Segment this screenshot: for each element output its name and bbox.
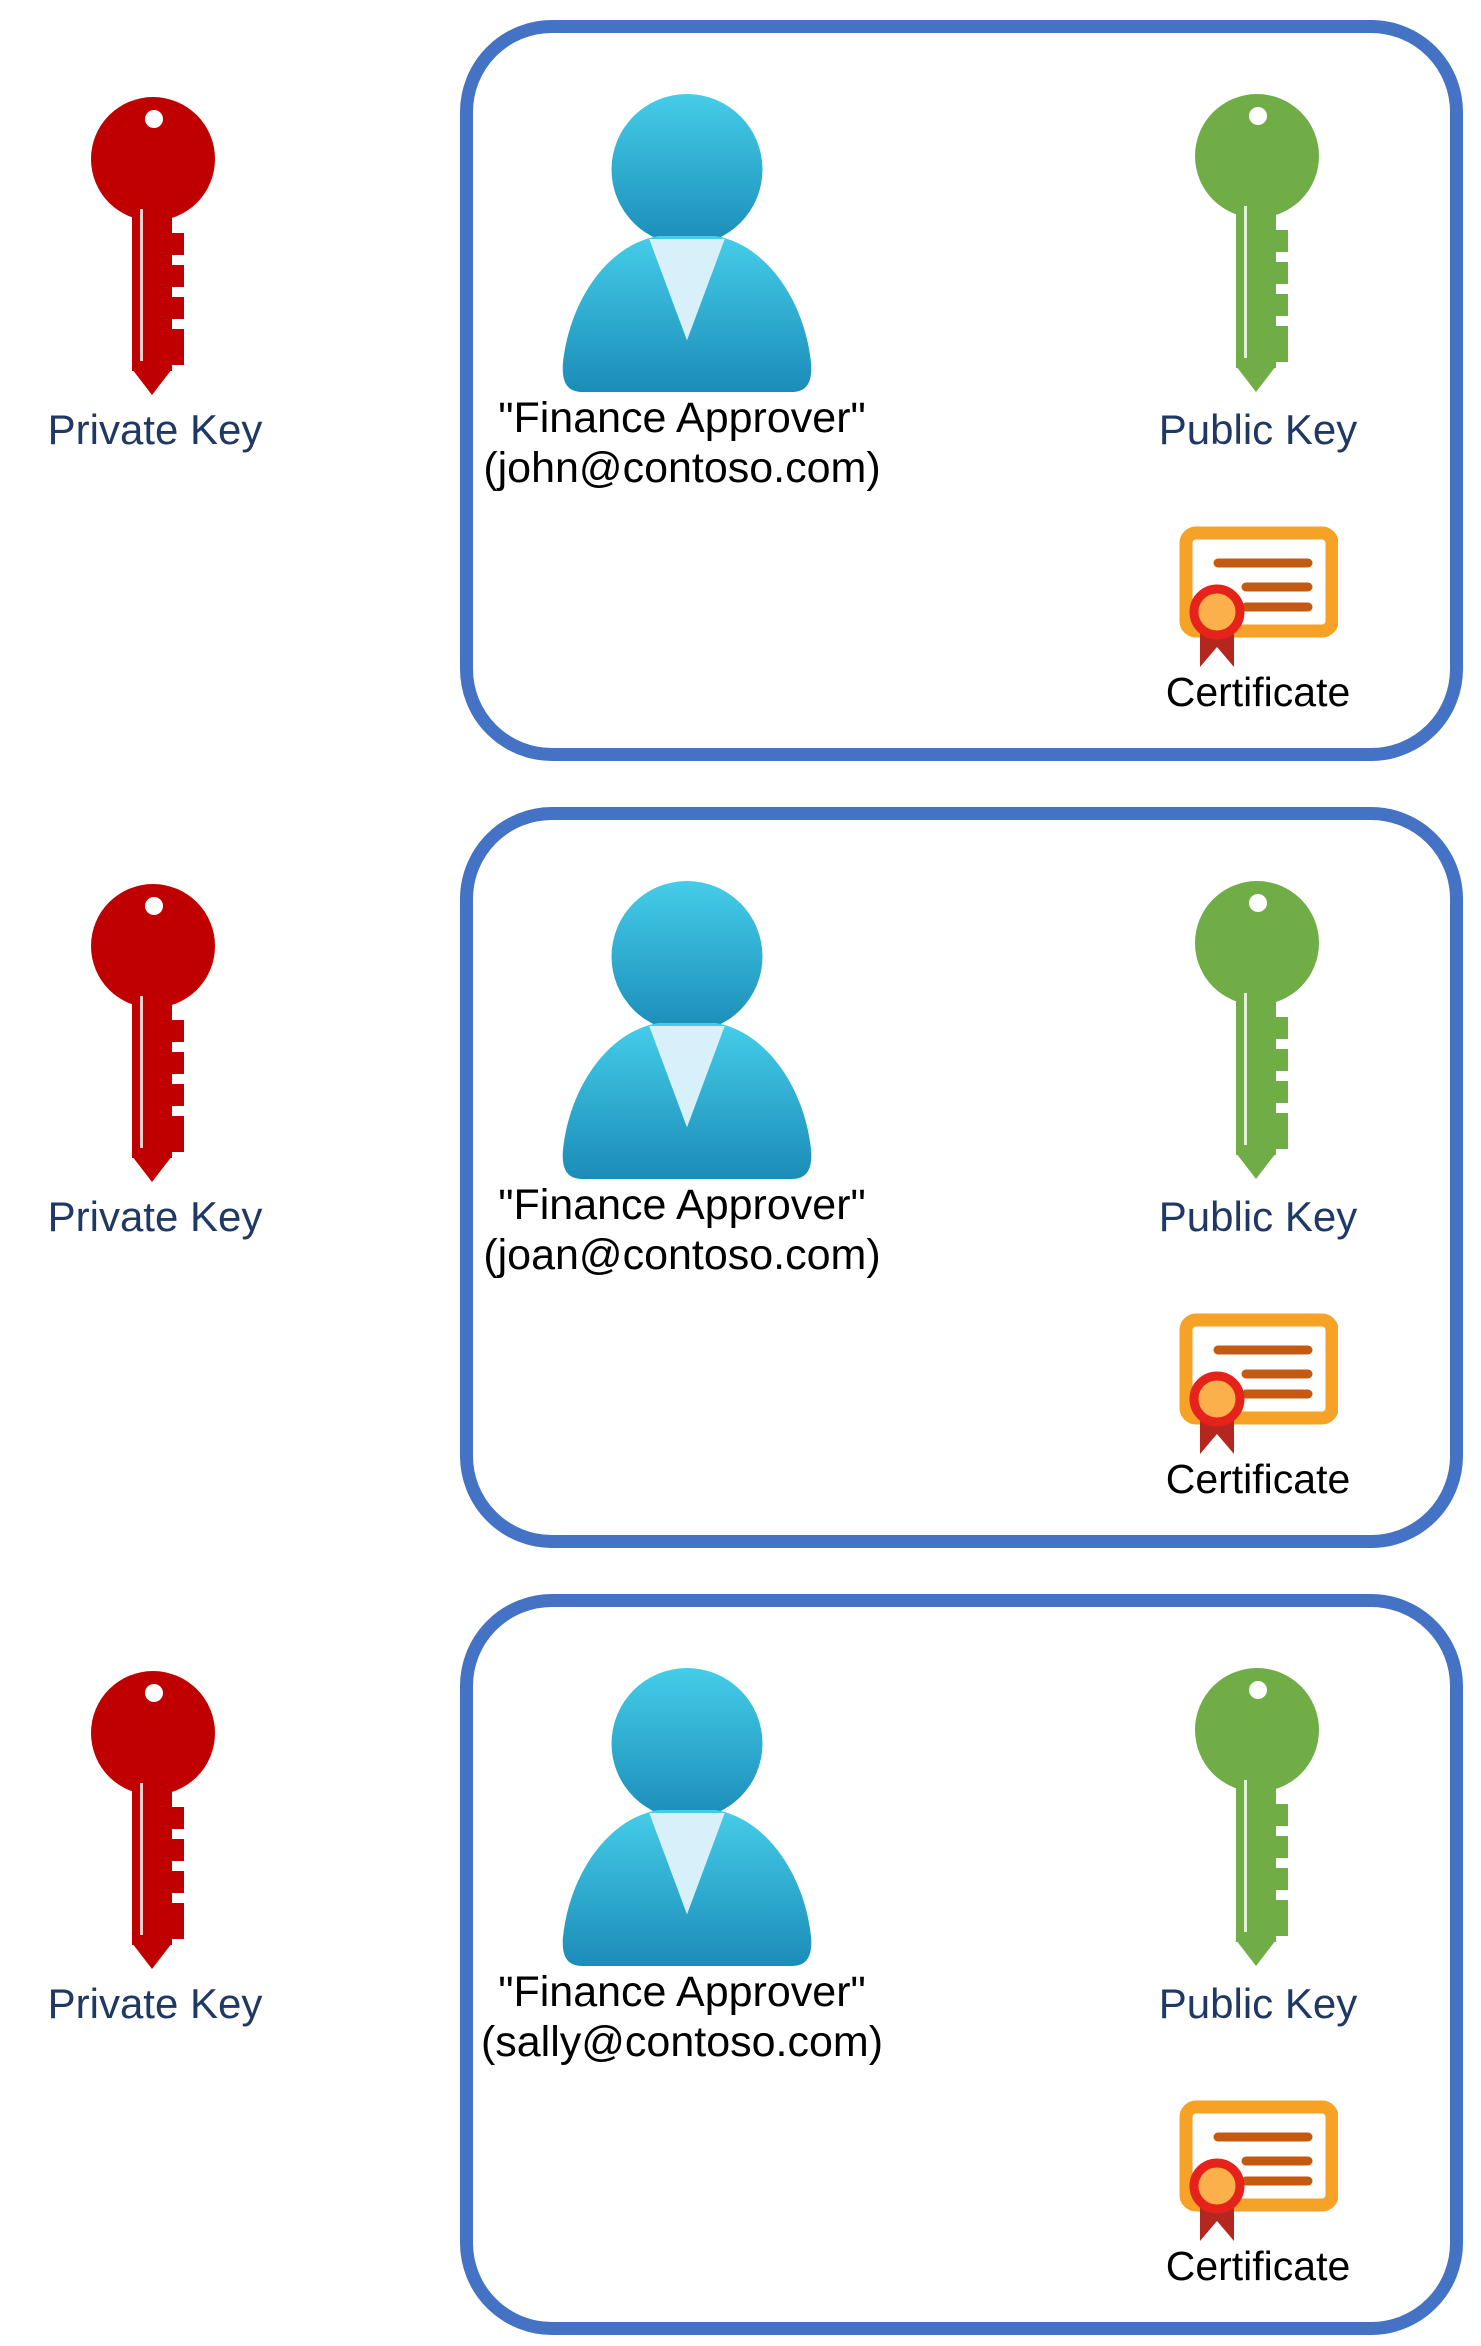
identity-box [460, 807, 1463, 1548]
certificate-icon [1176, 523, 1338, 675]
person-name: "Finance Approver" [498, 1968, 866, 2016]
identity-box [460, 1594, 1463, 2335]
private-key-icon [90, 97, 216, 397]
certificate-icon [1176, 1310, 1338, 1462]
identity-box [460, 20, 1463, 761]
person-email: (joan@contoso.com) [483, 1231, 881, 1279]
private-key-icon [90, 884, 216, 1184]
person-labels: "Finance Approver" (sally@contoso.com) [412, 1967, 952, 2067]
public-key-label: Public Key [1158, 1193, 1358, 1240]
person-name: "Finance Approver" [498, 1181, 866, 1229]
public-key-label: Public Key [1158, 1980, 1358, 2027]
key-pair-group: Private Key "Finance Approver" (joan@con… [0, 787, 1481, 1559]
person-labels: "Finance Approver" (joan@contoso.com) [412, 1180, 952, 1280]
key-pair-group: Private Key "Finance Approver" (sally@co… [0, 1574, 1481, 2346]
person-email: (sally@contoso.com) [480, 2018, 884, 2066]
person-name: "Finance Approver" [498, 394, 866, 442]
person-email: (john@contoso.com) [483, 444, 881, 492]
private-key-label: Private Key [47, 406, 263, 453]
certificate-label: Certificate [1165, 669, 1351, 715]
key-pair-group: Private Key "Finance Approver" (john@con… [0, 0, 1481, 772]
user-icon [558, 94, 816, 392]
certificate-label: Certificate [1165, 2243, 1351, 2289]
private-key-label: Private Key [47, 1980, 263, 2027]
user-icon [558, 1668, 816, 1966]
person-labels: "Finance Approver" (john@contoso.com) [412, 393, 952, 493]
private-key-icon [90, 1671, 216, 1971]
user-icon [558, 881, 816, 1179]
certificate-icon [1176, 2097, 1338, 2249]
private-key-label: Private Key [47, 1193, 263, 1240]
public-key-label: Public Key [1158, 406, 1358, 453]
certificate-label: Certificate [1165, 1456, 1351, 1502]
public-key-icon [1194, 94, 1320, 394]
public-key-icon [1194, 1668, 1320, 1968]
public-key-icon [1194, 881, 1320, 1181]
